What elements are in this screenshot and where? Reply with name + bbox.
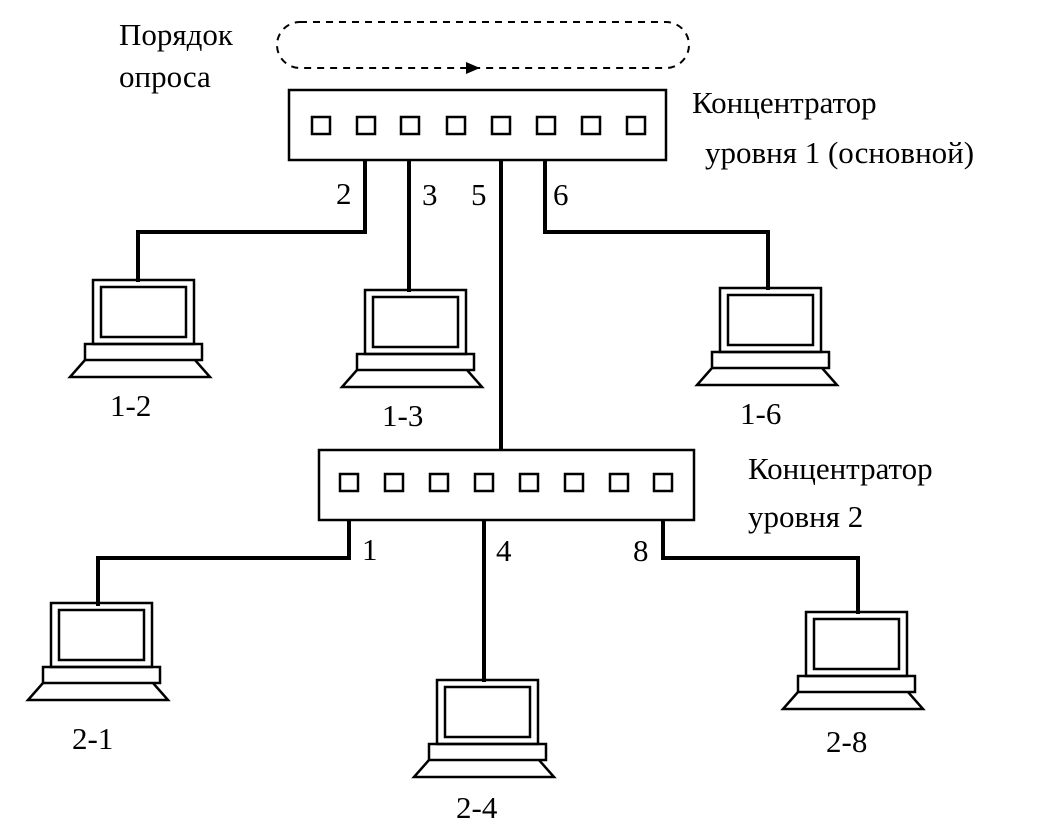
computer-label-2-4: 2-4	[456, 790, 498, 825]
hub-level-2	[317, 448, 696, 522]
hub-2-port-3	[428, 472, 450, 493]
poll-order-indicator	[276, 21, 690, 74]
port-number-l2-1: 1	[362, 532, 378, 567]
hub-1-port-7	[580, 115, 602, 136]
computer-2-4	[411, 678, 557, 779]
cable-l2-port-1	[96, 488, 351, 606]
hub-2-port-4	[473, 472, 495, 493]
hub-1-port-5	[490, 115, 512, 136]
hub-1-port-1	[310, 115, 332, 136]
computer-1-3	[339, 288, 485, 389]
hub-2-port-7	[608, 472, 630, 493]
computer-icon	[694, 286, 840, 387]
computer-1-6	[694, 286, 840, 387]
port-number-6: 6	[553, 177, 569, 212]
computer-2-1	[25, 601, 171, 702]
port-number-5: 5	[471, 177, 487, 212]
computer-icon	[411, 678, 557, 779]
port-number-l2-8: 8	[633, 533, 649, 568]
computer-icon	[67, 278, 213, 379]
hub-2-port-6	[563, 472, 585, 493]
hub-1-port-6	[535, 115, 557, 136]
poll-order-label-line2: опроса	[119, 59, 211, 94]
computer-icon	[25, 601, 171, 702]
hub-level-1-label-line2: уровня 1 (основной)	[705, 135, 974, 170]
poll-direction-arrow-icon	[466, 62, 480, 74]
computer-icon	[780, 610, 926, 711]
hub-1-port-4	[445, 115, 467, 136]
computer-label-1-3: 1-3	[382, 398, 423, 433]
computer-1-2	[67, 278, 213, 379]
hub-level-2-label-line1: Концентратор	[748, 451, 933, 486]
computer-label-2-1: 2-1	[72, 721, 113, 756]
hub-level-2-body	[317, 448, 696, 522]
hub-2-port-2	[383, 472, 405, 493]
computer-2-8	[780, 610, 926, 711]
port-number-l2-4: 4	[496, 533, 512, 568]
hub-level-2-label-line2: уровня 2	[748, 499, 863, 534]
computer-label-1-2: 1-2	[110, 388, 151, 423]
cable-port-6	[543, 131, 770, 290]
hub-2-port-1	[338, 472, 360, 493]
hub-level-1	[287, 88, 668, 162]
computer-icon	[339, 288, 485, 389]
cable-l2-port-8	[661, 488, 860, 614]
cable-port-2	[136, 131, 367, 282]
computer-label-2-8: 2-8	[826, 724, 867, 759]
hub-1-port-8	[625, 115, 647, 136]
port-number-2: 2	[336, 176, 352, 211]
hub-2-port-5	[518, 472, 540, 493]
hub-1-port-2	[355, 115, 377, 136]
hub-1-port-3	[399, 115, 421, 136]
port-number-3: 3	[422, 177, 438, 212]
poll-order-label-line1: Порядок	[119, 17, 234, 52]
hub-level-1-label-line1: Концентратор	[692, 85, 877, 120]
hub-2-port-8	[652, 472, 674, 493]
computer-label-1-6: 1-6	[740, 396, 781, 431]
hub-level-1-body	[287, 88, 668, 162]
poll-order-loop	[276, 21, 690, 69]
